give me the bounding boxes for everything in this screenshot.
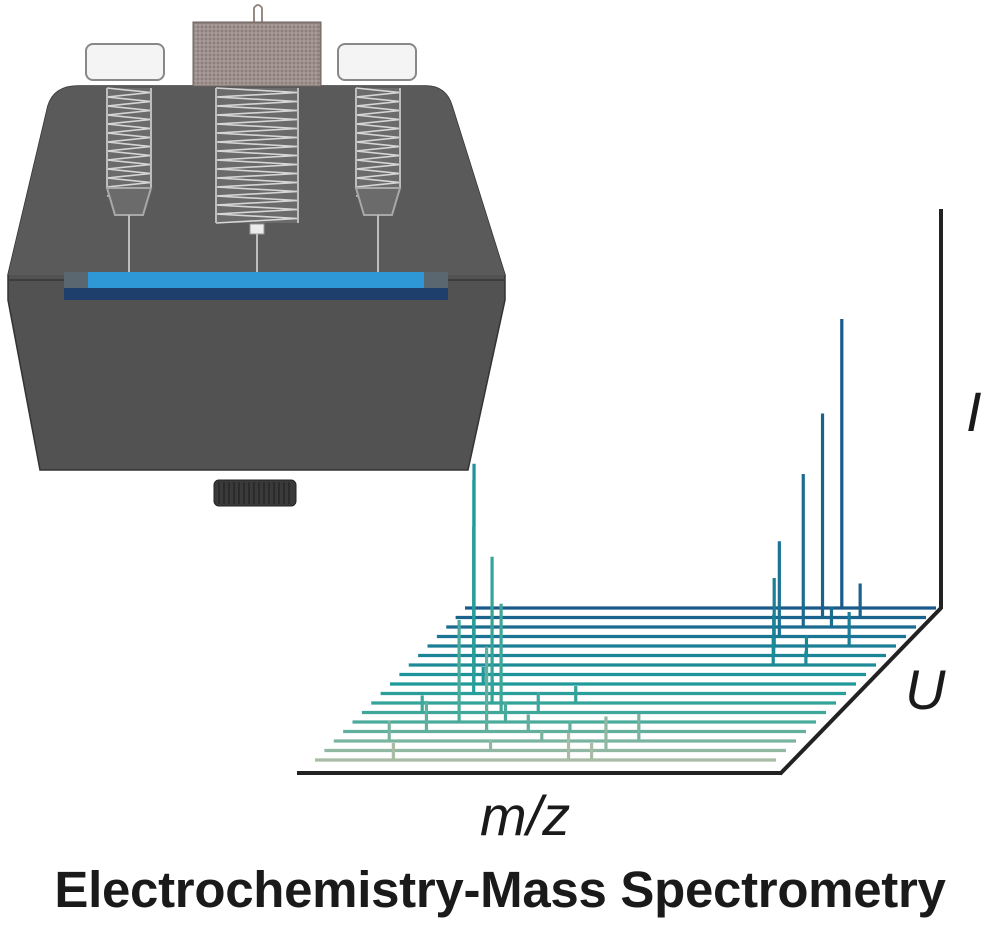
trace-5 [352,620,816,724]
axis-label-mz: m/z [480,784,571,847]
right-screw [337,43,417,272]
center-mesh-screw [192,4,322,272]
electrode-edge-right [424,272,448,288]
electrode-edge-left [64,272,88,288]
axis-label-i: I [966,380,982,443]
trace-1 [315,732,776,762]
electrochemical-cell [7,4,506,507]
trace-8 [380,526,846,696]
trace-16 [455,413,926,620]
bottom-knob [213,479,297,507]
axis-u [778,606,943,776]
trace-15 [446,474,916,629]
spectrum-traces [315,319,936,762]
axis-label-u: U [905,658,946,721]
electrode-film [64,272,448,288]
trace-4 [343,646,806,734]
figure-caption: Electrochemistry-Mass Spectrometry [54,861,946,918]
trace-17 [465,319,936,610]
trace-7 [371,556,836,705]
trace-14 [436,541,906,639]
trace-3 [333,713,796,743]
trace-10 [399,463,866,677]
trace-2 [324,716,786,753]
waterfall-spectrum [297,209,943,776]
electrode-substrate [64,288,448,300]
trace-6 [361,603,826,715]
left-screw [85,43,165,272]
